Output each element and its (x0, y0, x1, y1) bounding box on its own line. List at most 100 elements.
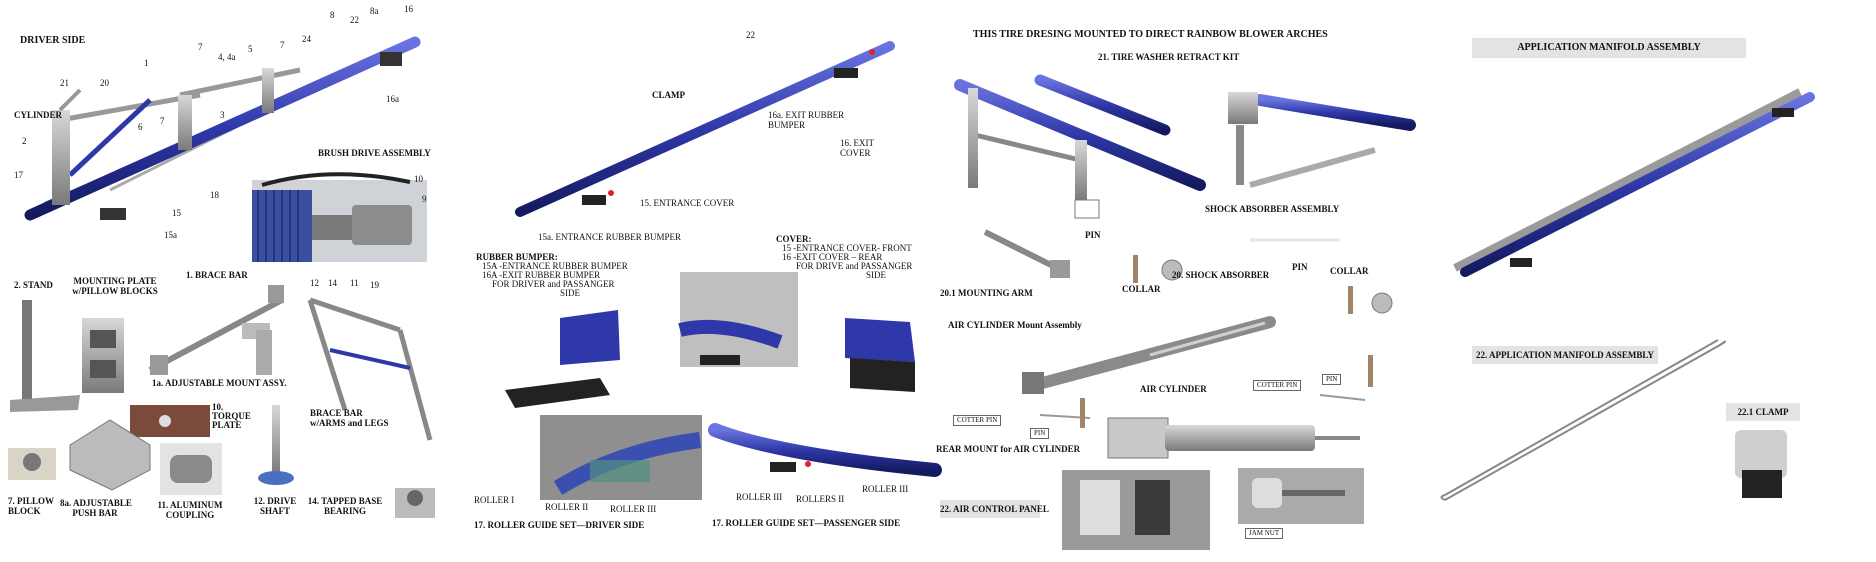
callout-9: 9 (422, 194, 427, 204)
callout-19: 19 (370, 280, 379, 290)
jam-nut-tag: JAM NUT (1245, 528, 1284, 539)
rubber-bumper-line-5: SIDE (560, 288, 580, 298)
adjustable-mount-label: 1a. ADJUSTABLE MOUNT ASSY. (152, 378, 287, 388)
rubber-bumper-line-4: FOR DRIVER and PASSANGER (492, 279, 615, 289)
roller-3b-label: ROLLER III (736, 492, 783, 502)
rollers-2-label: ROLLERS II (796, 494, 845, 504)
air-cylinder-label: AIR CYLINDER (1140, 384, 1207, 394)
roller-guide-passenger-drawing (708, 423, 942, 477)
coupling-label-1: 11. ALUMINUM (157, 500, 223, 510)
callout-6: 6 (138, 122, 143, 132)
exit-cover-label-1: 16. EXIT (840, 138, 874, 148)
callout-24: 24 (302, 34, 311, 44)
callout-11: 11 (350, 278, 359, 288)
cover-line-1: COVER: (776, 234, 812, 244)
mounting-plate-drawing (82, 318, 124, 393)
callout-cylinder: CYLINDER (14, 110, 63, 120)
clamp-photo (1735, 430, 1787, 498)
application-manifold-title: APPLICATION MANIFOLD ASSEMBLY (1472, 38, 1746, 58)
retract-kit-label: 21. TIRE WASHER RETRACT KIT (1098, 52, 1240, 62)
brace-legs-label-1: BRACE BAR (310, 408, 363, 418)
callout-15a: 15a (164, 230, 177, 240)
collar-label-a: COLLAR (1122, 284, 1161, 294)
callout-7-a: 7 (198, 42, 203, 52)
mounting-arm-drawing (983, 229, 1070, 278)
jam-nut-photo (1238, 468, 1364, 524)
stand-label: 2. STAND (14, 280, 53, 290)
pillow-block-label-2: BLOCK (8, 506, 41, 516)
pin-collar-photos-a (1133, 255, 1183, 283)
brush-drive-photo (252, 172, 427, 262)
callout-8: 8 (330, 10, 335, 20)
brace-legs-drawing (307, 297, 433, 441)
mounting-arm-label: 20.1 MOUNTING ARM (940, 288, 1033, 298)
callout-15: 15 (172, 208, 181, 218)
torque-plate-label-1: 10. (212, 402, 224, 412)
mounting-plate-label-1: MOUNTING PLATE (73, 276, 157, 286)
drive-shaft-photo (258, 405, 294, 485)
callout-18: 18 (210, 190, 219, 200)
clamp-22-1-label: 22.1 CLAMP (1726, 403, 1800, 421)
exit-cover-label-2: COVER (840, 148, 871, 158)
driver-side-assembly-drawing (24, 36, 421, 221)
callout-5: 5 (248, 44, 253, 54)
callout-14: 14 (328, 278, 337, 288)
rear-mount-label: REAR MOUNT for AIR CYLINDER (936, 444, 1081, 454)
roller-3-label: ROLLER III (610, 504, 657, 514)
callout-16a: 16a (386, 94, 399, 104)
roller-set-driver-label: 17. ROLLER GUIDE SET—DRIVER SIDE (474, 520, 645, 530)
rubber-bumper-drawing (505, 310, 620, 408)
exit-bumper-label-2: BUMPER (768, 120, 806, 130)
air-cylinder-mount-drawing (1022, 316, 1276, 394)
rubber-bumper-line-1: RUBBER BUMPER: (476, 252, 558, 262)
brace-bar-label: 1. BRACE BAR (186, 270, 248, 280)
brace-bar-drawing (148, 285, 284, 375)
pin-label-b: PIN (1292, 262, 1308, 272)
entrance-bumper-label: 15a. ENTRANCE RUBBER BUMPER (538, 232, 682, 242)
callout-21: 21 (60, 78, 69, 88)
callout-8a: 8a (370, 6, 379, 16)
rubber-bumper-line-3: 16A -EXIT RUBBER BUMPER (482, 270, 601, 280)
roller-guide-driver-photo (540, 415, 702, 500)
exit-bumper-label-1: 16a. EXIT RUBBER (768, 110, 845, 120)
callout-2: 2 (22, 136, 27, 146)
cover-line-3: 16 -EXIT COVER – REAR (782, 252, 883, 262)
callout-3: 3 (220, 110, 225, 120)
collar-label-b: COLLAR (1330, 266, 1369, 276)
drive-shaft-label-2: SHAFT (259, 506, 290, 516)
cotter-pin-tag-b: COTTER PIN (953, 415, 1002, 426)
air-cylinder-photo (1107, 417, 1360, 459)
cotter-pin-tag-a: COTTER PIN (1253, 380, 1302, 391)
application-manifold-drawing (1453, 88, 1815, 277)
roller-1-label: ROLLER I (474, 495, 515, 505)
cylinder-retract-drawing (1228, 92, 1416, 188)
callout-4-4a: 4, 4a (218, 52, 236, 62)
manifold-tubing-drawing (1440, 339, 1726, 501)
driver-side-title: DRIVER SIDE (20, 35, 86, 46)
callout-20: 20 (100, 78, 109, 88)
entrance-cover-label: 15. ENTRANCE COVER (640, 198, 735, 208)
drive-shaft-label-1: 12. DRIVE (253, 496, 297, 506)
pillow-block-photo (8, 448, 56, 480)
shock-assembly-label: SHOCK ABSORBER ASSEMBLY (1205, 204, 1340, 214)
stand-drawing (10, 300, 80, 412)
pin-tag-d: PIN (1030, 428, 1050, 439)
coupling-label-2: COUPLING (165, 510, 215, 520)
retract-title: THIS TIRE DRESING MOUNTED TO DIRECT RAIN… (973, 29, 1328, 40)
pin-cotter-photos (1039, 355, 1373, 428)
tapped-bearing-label-2: BEARING (323, 506, 366, 516)
torque-plate-label-3: PLATE (212, 420, 242, 430)
torque-plate-label-2: TORQUE (212, 411, 251, 421)
roller-2-label: ROLLER II (545, 502, 589, 512)
retract-kit-drawing (954, 74, 1206, 219)
adjustable-mount-drawing (242, 323, 272, 375)
clamp-label: CLAMP (652, 90, 685, 100)
callout-7-c: 7 (160, 116, 165, 126)
coupling-photo (160, 443, 222, 495)
air-control-panel-photo (1062, 470, 1210, 550)
callout-17: 17 (14, 170, 23, 180)
push-bar-label-2: PUSH BAR (72, 508, 118, 518)
roller-set-passenger-label: 17. ROLLER GUIDE SET—PASSENGER SIDE (712, 518, 901, 528)
cover-drawing (845, 318, 915, 392)
cover-line-4: FOR DRIVE and PASSANGER (796, 261, 913, 271)
